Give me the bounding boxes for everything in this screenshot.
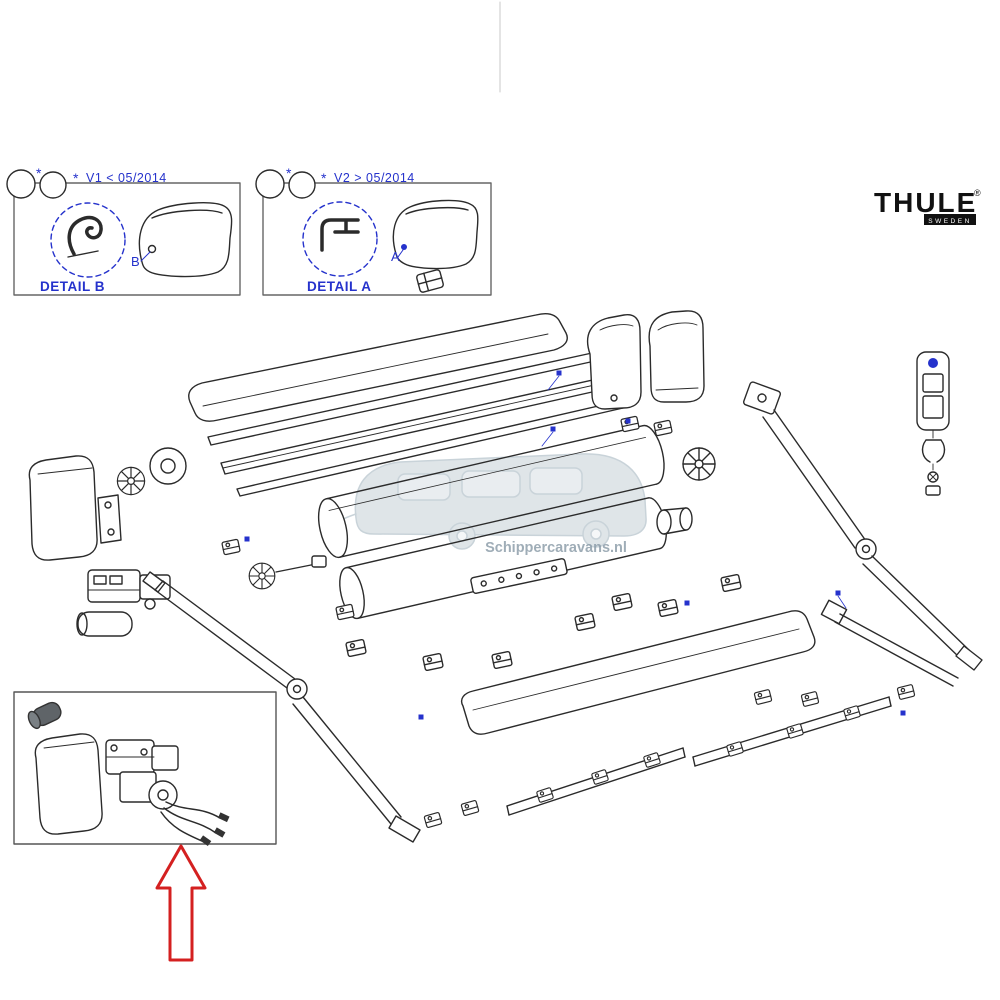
end-cover-left [586,314,642,410]
detail-zoom-circle [302,201,378,277]
detail-zoom-circle [50,202,126,278]
mounting-bracket [657,598,679,618]
mounting-bracket [460,799,480,817]
detail-box-b-frame [13,182,241,296]
detail-a-star-2: * [321,170,327,186]
watermark-site-text: Schippercaravans.nl [485,540,627,556]
screw-cap [925,485,941,496]
thule-sweden-badge-box [924,214,976,225]
detail-a-version-note: V2 > 05/2014 [334,171,415,185]
roller-end-cap [656,507,693,535]
arm-foot [388,815,421,843]
detail-b-callout-letter: B [131,254,140,269]
tension-wheel [682,447,716,481]
detail-a-title: DETAIL A [307,279,372,294]
detail-b-star-1: * [36,165,42,181]
detail-a-star-1: * [286,165,292,181]
red-arrow-annotation [155,844,207,962]
labels: * * V1 < 05/2014 B DETAIL B * * V2 > 05/… [36,165,981,556]
motor-detail-frame [13,691,277,845]
end-cap-part [34,733,103,835]
left-spring-arm [142,571,421,843]
rail-strip [207,352,596,446]
spring-cartridge [149,447,187,485]
mounting-bracket [611,592,633,612]
mount-bracket-left [97,494,122,544]
motor-detail-box [13,691,277,847]
watermark-window [461,470,521,498]
detail-b-star-2: * [73,170,79,186]
callout-leader [397,249,404,258]
mounting-bracket [753,688,773,706]
mounting-bracket [422,652,444,672]
callout-circle [255,169,285,199]
gearbox-cylinder [76,611,133,637]
callout-circle [6,169,36,199]
end-cap-drawing [138,202,233,278]
detail-box-a-frame [262,182,492,296]
detail-b-title: DETAIL B [40,279,105,294]
small-adapter-block [416,269,444,293]
detail-a-callout-letter: A [391,249,400,264]
mounting-bracket [221,538,241,556]
left-end-cap [28,455,98,561]
mounting-bracket [423,811,443,829]
thule-country-label: SWEDEN [928,218,972,225]
remote-control [916,351,950,496]
hook-profile-base [67,250,99,258]
end-cap-fixing-point [401,244,407,250]
mounting-bracket [720,573,742,593]
mounting-bracket [800,690,820,708]
mounting-bracket [335,603,355,621]
arm-foot [955,645,983,671]
wiring-harness [160,801,230,847]
perforated-strip [470,558,568,594]
rafter-tube [692,696,892,767]
mounting-bracket [345,638,367,658]
end-cap-fixing-point [147,244,157,254]
detail-box-a [255,169,492,296]
mounting-bracket [653,419,673,437]
watermark-window [397,473,451,501]
elbow-joint [855,538,877,560]
fabric-roller-tube [317,424,665,559]
artwork [6,1,983,962]
callout-circle [288,171,316,199]
detail-box-b [6,169,241,296]
hook-profile-drawing [67,215,103,256]
mounting-bracket [491,650,513,670]
roller-insert-gear [248,555,327,590]
watermark-window [529,467,583,495]
end-cap-inner-line [405,207,469,215]
end-cap-drawing [392,199,479,270]
mounting-bracket [574,612,596,632]
callout-leader [140,251,151,262]
knob-part [27,701,62,730]
lead-rail-panel [460,610,816,735]
exploded-diagram [28,310,983,843]
remote-holder [921,439,946,463]
callout-circle [39,171,67,199]
detail-b-version-note: V1 < 05/2014 [86,171,167,185]
end-cover-right [648,310,705,403]
thule-registered-mark: ® [974,188,981,198]
right-spring-arm [743,381,983,671]
thule-wordmark: THULE [874,187,977,218]
rafter-tube [506,747,686,816]
right-support-arm [820,599,959,687]
front-cover-panel [188,313,568,422]
end-cap-inner-line [151,209,223,219]
watermark-wheel-hub [590,528,602,540]
hook-profile-drawing [320,218,360,252]
part-markers [243,369,907,721]
motor-assembly [105,739,179,810]
gear-wheel [116,466,146,496]
mounting-bracket [896,683,916,701]
remote-button [928,358,938,368]
elbow-joint [286,678,308,700]
